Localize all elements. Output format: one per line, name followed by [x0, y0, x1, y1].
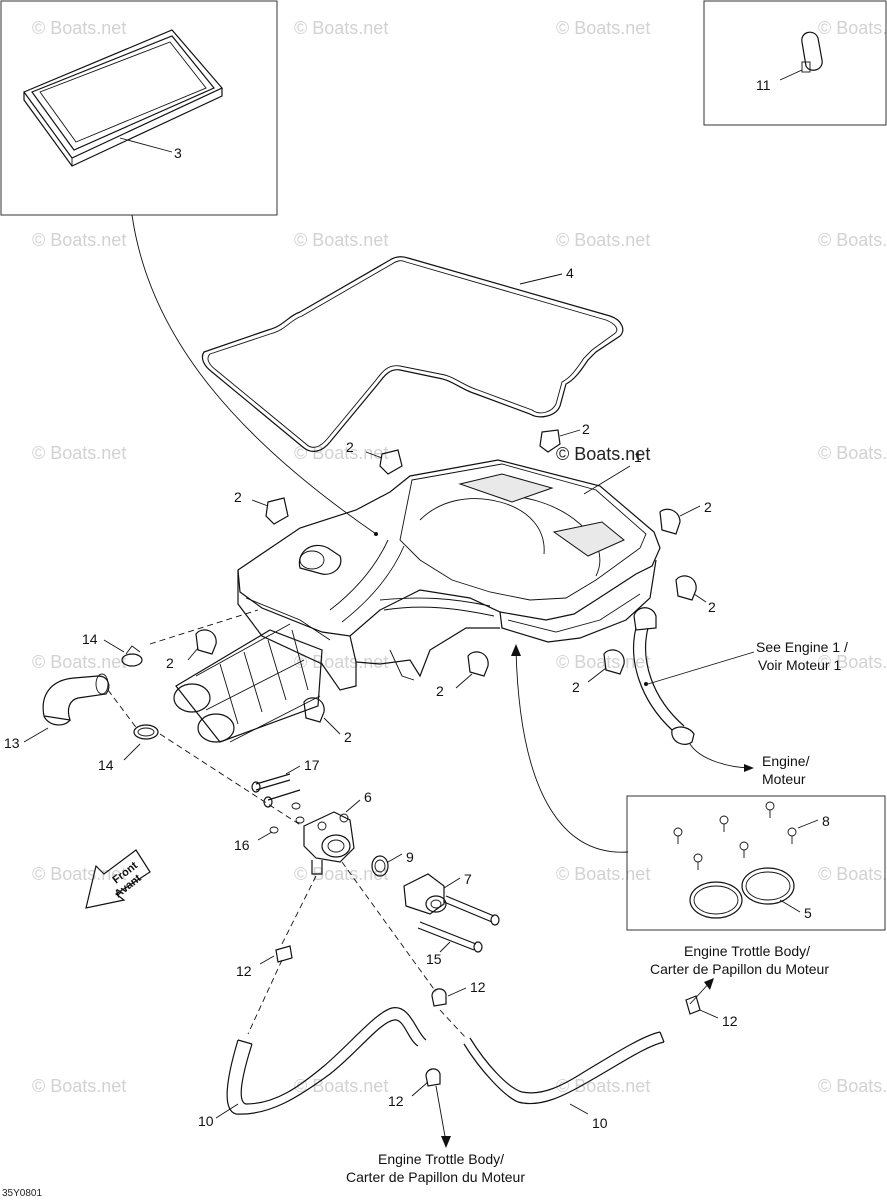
- watermark: © Boats.net: [818, 1076, 887, 1096]
- callout-7: 7: [464, 871, 472, 887]
- watermark: © Boats.net: [294, 18, 388, 38]
- watermark: © Boats.net: [32, 652, 126, 672]
- diagram-code: 35Y0801: [2, 1188, 42, 1199]
- watermark-grid: © Boats.net © Boats.net © Boats.net © Bo…: [32, 18, 887, 1096]
- air-filter-inset: 3: [0, 0, 278, 216]
- callout-4: 4: [566, 265, 574, 281]
- watermark: © Boats.net: [294, 443, 388, 463]
- callout-2: 2: [704, 499, 712, 515]
- trottle-right-note-line1: Engine Trottle Body/: [684, 943, 810, 959]
- watermark: © Boats.net: [32, 864, 126, 884]
- main-watermark: © Boats.net: [556, 444, 650, 464]
- vent-hose: See Engine 1 / Voir Moteur 1 Engine/ Mot…: [633, 627, 848, 787]
- fittings-12: 12 12 12 12: [236, 945, 738, 1109]
- clamp-14-bottom: 14: [98, 724, 159, 773]
- callout-2: 2: [346, 439, 354, 455]
- watermark: © Boats.net: [556, 1076, 650, 1096]
- callout-2: 2: [708, 599, 716, 615]
- engine-note-line1: Engine/: [762, 753, 810, 769]
- o-rings-5: [689, 867, 795, 919]
- hose-10-left: 10: [198, 1007, 427, 1129]
- see-engine-note-line1: See Engine 1 /: [756, 639, 848, 655]
- callout-12: 12: [470, 979, 486, 995]
- trottle-bottom-note-line2: Carter de Papillon du Moteur: [346, 1169, 525, 1185]
- hose-13: 13: [4, 673, 110, 751]
- trottle-bottom-note-line1: Engine Trottle Body/: [378, 1151, 504, 1167]
- callout-2: 2: [166, 655, 174, 671]
- gasket-part: 4: [201, 256, 624, 452]
- callout-17: 17: [304, 757, 320, 773]
- watermark: © Boats.net: [294, 652, 388, 672]
- callout-8: 8: [822, 813, 830, 829]
- clip-inset: 11: [703, 0, 887, 126]
- intake-grille: [173, 623, 323, 743]
- callout-10: 10: [592, 1115, 608, 1131]
- watermark: © Boats.net: [556, 864, 650, 884]
- callout-1: 1: [634, 449, 642, 465]
- callout-12: 12: [388, 1093, 404, 1109]
- hardware-inset: 8 5: [511, 644, 886, 931]
- callout-11: 11: [756, 77, 771, 93]
- clip-2-group: 2 2 2 2 2 2 2 2 2: [166, 421, 716, 745]
- trottle-right-note-line2: Carter de Papillon du Moteur: [650, 961, 829, 977]
- callout-14: 14: [98, 757, 114, 773]
- watermark: © Boats.net: [556, 652, 650, 672]
- watermark: © Boats.net: [818, 652, 887, 672]
- watermark: © Boats.net: [294, 1076, 388, 1096]
- watermark: © Boats.net: [556, 18, 650, 38]
- airbox-housing: [173, 459, 661, 743]
- callout-3: 3: [174, 145, 182, 161]
- callout-2: 2: [234, 489, 242, 505]
- watermark: © Boats.net: [294, 230, 388, 250]
- callout-2: 2: [344, 729, 352, 745]
- watermark: © Boats.net: [32, 18, 126, 38]
- callout-15: 15: [426, 951, 442, 967]
- callout-13: 13: [4, 735, 20, 751]
- air-filter-part: [23, 29, 223, 167]
- engine-note-line2: Moteur: [762, 771, 806, 787]
- callout-2: 2: [582, 421, 590, 437]
- callout-5: 5: [804, 905, 812, 921]
- callout-2: 2: [436, 683, 444, 699]
- callout-14: 14: [82, 631, 98, 647]
- callout-12: 12: [722, 1013, 738, 1029]
- clamp-14-top: 14: [82, 631, 143, 667]
- watermark: © Boats.net: [818, 230, 887, 250]
- watermark: © Boats.net: [818, 443, 887, 463]
- watermark: © Boats.net: [818, 864, 887, 884]
- callout-9: 9: [406, 849, 414, 865]
- screws-8: [673, 801, 797, 870]
- watermark: © Boats.net: [32, 443, 126, 463]
- callout-6: 6: [364, 789, 372, 805]
- watermark: © Boats.net: [294, 864, 388, 884]
- watermark: © Boats.net: [818, 18, 887, 38]
- callout-16: 16: [234, 837, 250, 853]
- fitting-cluster: 17 16 6 9 7 15: [234, 757, 500, 967]
- hose-10-right: 10: [463, 1031, 665, 1131]
- callout-10: 10: [198, 1113, 214, 1129]
- watermark: © Boats.net: [32, 1076, 126, 1096]
- watermark: © Boats.net: [556, 230, 650, 250]
- watermark: © Boats.net: [32, 230, 126, 250]
- callout-2: 2: [572, 679, 580, 695]
- callout-12: 12: [236, 963, 252, 979]
- see-engine-note-line2: Voir Moteur 1: [758, 657, 841, 673]
